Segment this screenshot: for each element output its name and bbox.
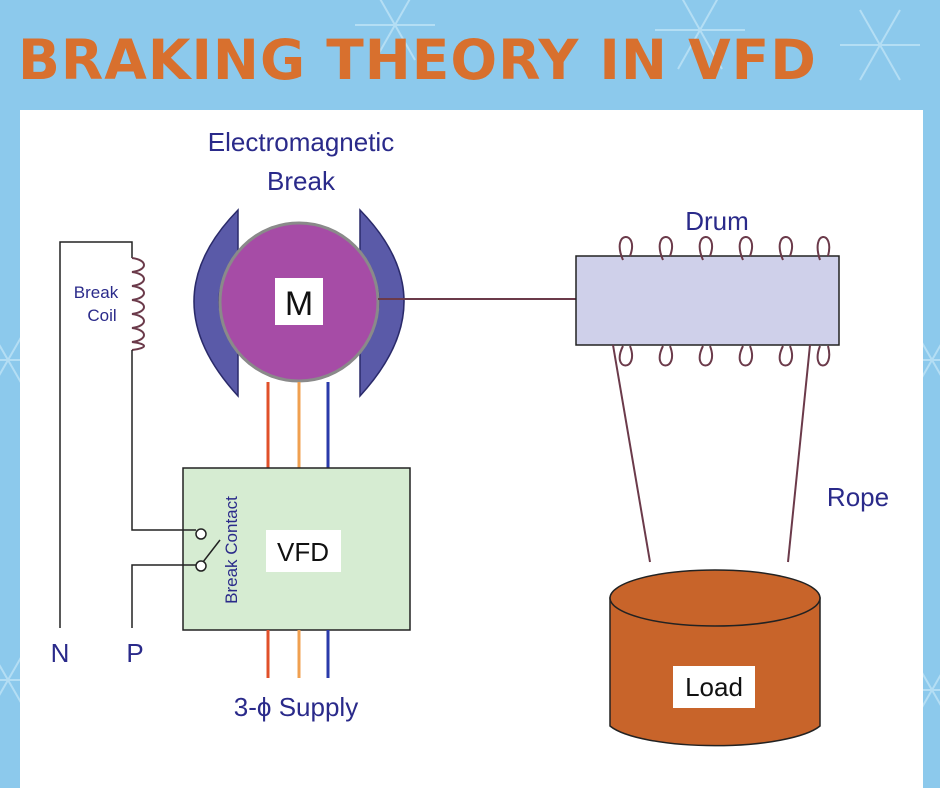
contact-terminal-bottom (195, 560, 207, 572)
snowflake-icon (655, 0, 745, 70)
load-label: Load (685, 672, 743, 702)
contact-label: Break Contact (222, 496, 241, 604)
rope-right (787, 344, 811, 563)
brake-label-line2: Break (267, 166, 336, 196)
supply-label: 3-ϕ Supply (234, 692, 358, 722)
contact-switch-arm (202, 539, 221, 563)
motor-label: M (285, 285, 313, 323)
phase-wire (131, 564, 196, 628)
brake-coil (131, 257, 145, 351)
vfd-label-box (266, 530, 341, 572)
neutral-label: N (51, 638, 70, 668)
diagram-panel: Electromagnetic Break M Drum Rope Loa (20, 110, 923, 788)
drum-rope-windings (618, 236, 831, 367)
coil-label-line1: Break (74, 283, 119, 302)
neutral-wire (59, 241, 133, 628)
contact-terminal-top (195, 528, 207, 540)
load-top (609, 569, 821, 627)
drum (575, 255, 840, 346)
rope-left (612, 344, 651, 563)
phase-label: P (126, 638, 143, 668)
vfd-label: VFD (277, 537, 329, 567)
snowflake-icon (840, 9, 920, 81)
brake-label-line1: Electromagnetic (208, 127, 394, 157)
load-label-box (673, 666, 755, 708)
rope-label: Rope (827, 482, 889, 512)
coil-to-contact-wire (131, 350, 196, 531)
drum-label: Drum (685, 206, 749, 236)
coil-label-line2: Coil (87, 306, 116, 325)
page-title: BRAKING THEORY IN VFD (18, 28, 817, 92)
braking-diagram: Electromagnetic Break M Drum Rope Loa (51, 127, 889, 747)
motor-label-box (275, 278, 323, 325)
snowflake-icon (355, 0, 435, 61)
